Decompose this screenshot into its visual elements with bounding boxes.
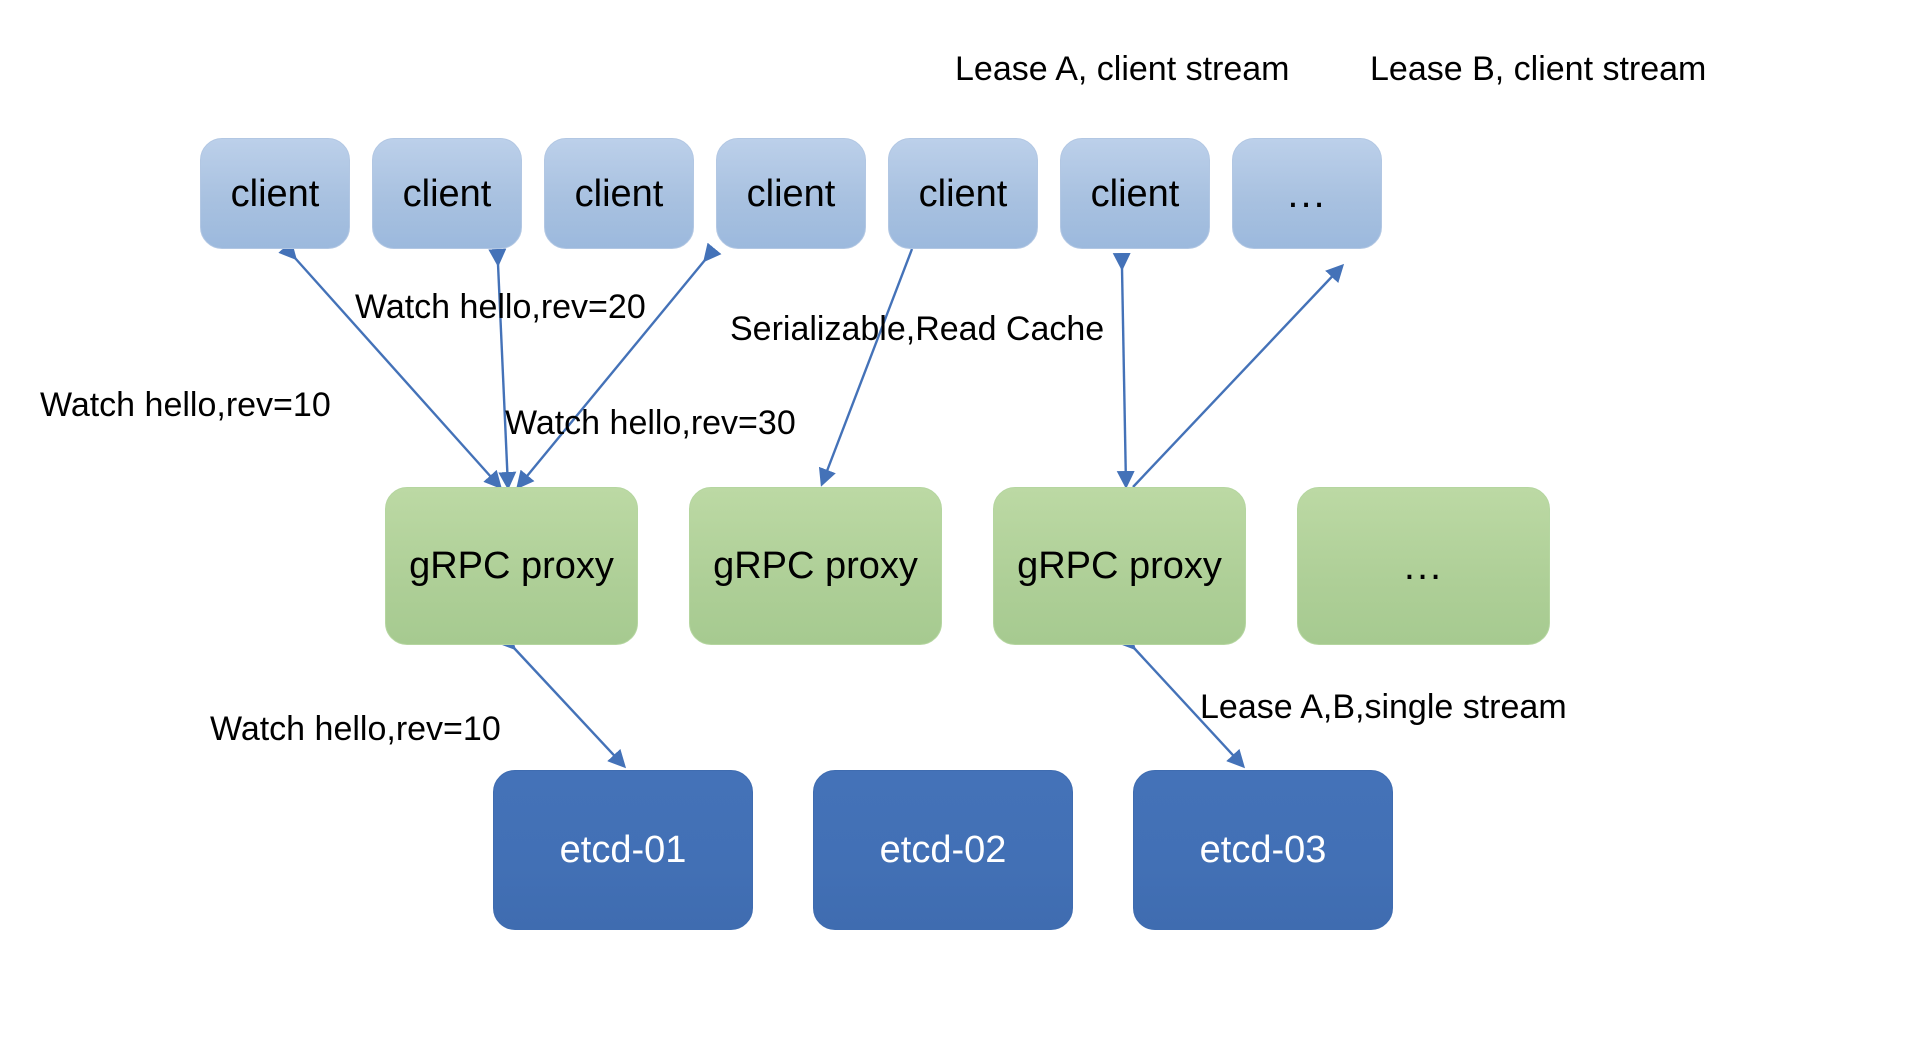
client-node-1[interactable]: client [200, 138, 350, 249]
client-node-label: client [230, 172, 320, 215]
label-watch-rev-10-top: Watch hello,rev=10 [40, 386, 331, 424]
label-watch-rev-30: Watch hello,rev=30 [505, 404, 796, 442]
label-lease-b-client-stream: Lease B, client stream [1370, 50, 1707, 88]
grpc-proxy-node-label: ... [1403, 544, 1444, 588]
label-lease-a-client-stream: Lease A, client stream [955, 50, 1290, 88]
arrow-client-5-proxy-3 [1112, 252, 1135, 489]
etcd-node-label: etcd-02 [879, 829, 1007, 871]
etcd-node-label: etcd-01 [559, 829, 687, 871]
grpc-proxy-node-label: gRPC proxy [409, 545, 614, 587]
etcd-node-3[interactable]: etcd-03 [1133, 770, 1393, 930]
grpc-proxy-node-label: gRPC proxy [1017, 545, 1222, 587]
grpc-proxy-node-1[interactable]: gRPC proxy [385, 487, 638, 645]
etcd-node-label: etcd-03 [1199, 829, 1327, 871]
arrow-client-4-proxy-2 [818, 248, 914, 487]
arrow-proxy-1-etcd-01 [497, 630, 627, 769]
etcd-node-1[interactable]: etcd-01 [493, 770, 753, 930]
grpc-proxy-node-4-more[interactable]: ... [1297, 487, 1550, 645]
label-lease-ab-single-stream: Lease A,B,single stream [1200, 688, 1567, 726]
client-node-label: client [918, 172, 1008, 215]
arrow-proxy-3-client-6 [1132, 263, 1345, 488]
client-node-3[interactable]: client [544, 138, 694, 249]
client-node-5[interactable]: client [888, 138, 1038, 249]
label-watch-rev-10-bottom: Watch hello,rev=10 [210, 710, 501, 748]
client-node-6[interactable]: client [1060, 138, 1210, 249]
grpc-proxy-node-3[interactable]: gRPC proxy [993, 487, 1246, 645]
client-node-label: client [574, 172, 664, 215]
client-node-label: client [1090, 172, 1180, 215]
client-node-label: client [402, 172, 492, 215]
grpc-proxy-node-label: gRPC proxy [713, 545, 918, 587]
etcd-node-2[interactable]: etcd-02 [813, 770, 1073, 930]
label-serializable-read-cache: Serializable,Read Cache [730, 310, 1105, 348]
client-node-2[interactable]: client [372, 138, 522, 249]
client-node-label: client [746, 172, 836, 215]
client-node-4[interactable]: client [716, 138, 866, 249]
grpc-proxy-node-2[interactable]: gRPC proxy [689, 487, 942, 645]
client-node-7-more[interactable]: ... [1232, 138, 1382, 249]
client-node-label: ... [1287, 171, 1327, 216]
label-watch-rev-20: Watch hello,rev=20 [355, 288, 646, 326]
